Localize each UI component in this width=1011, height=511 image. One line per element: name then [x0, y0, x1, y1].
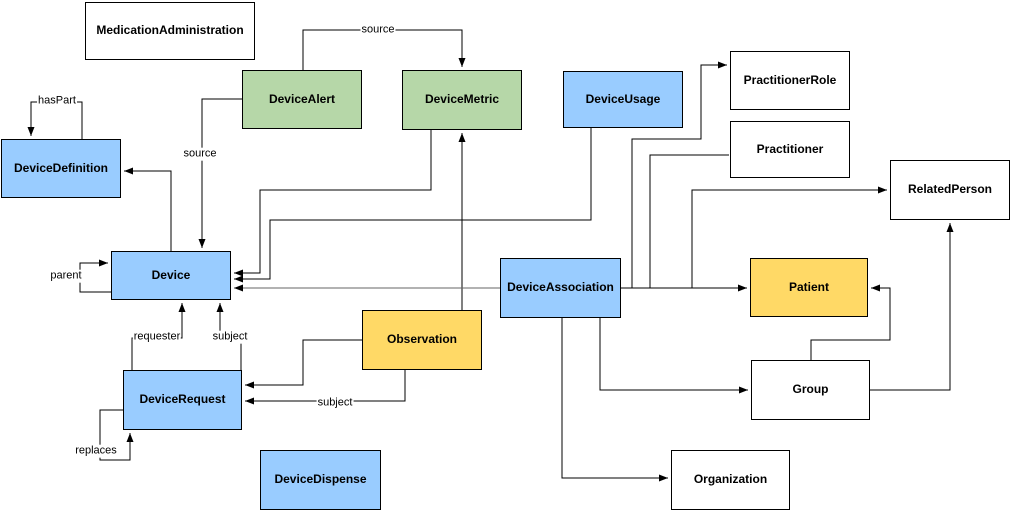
edge-device-parent-loop	[79, 259, 111, 293]
edge-observation-to-request	[245, 339, 362, 389]
node-patient[interactable]: Patient	[750, 258, 868, 317]
node-label-device-association: DeviceAssociation	[507, 280, 614, 295]
node-label-group: Group	[792, 382, 829, 397]
edge-label-alert-to-metric-source: source	[360, 23, 396, 37]
edge-association-to-practitioner	[621, 154, 729, 289]
node-device[interactable]: Device	[111, 251, 231, 300]
edge-label-request-to-device-subject: subject	[211, 330, 249, 344]
node-device-request[interactable]: DeviceRequest	[123, 370, 242, 430]
edge-label-definition-haspart-loop: hasPart	[37, 94, 77, 108]
node-label-device-dispense: DeviceDispense	[274, 472, 367, 487]
node-label-device-request: DeviceRequest	[139, 392, 226, 407]
edge-label-observation-to-request-subject: subject	[316, 396, 354, 410]
edge-association-to-organization	[561, 318, 668, 482]
edge-label-device-parent-loop: parent	[49, 269, 83, 283]
edge-observation-to-request-subject	[245, 370, 406, 405]
node-label-device-alert: DeviceAlert	[268, 91, 336, 106]
edge-request-replaces-loop	[99, 409, 134, 461]
edge-label-alert-to-device-source: source	[182, 147, 218, 161]
node-group[interactable]: Group	[751, 360, 870, 420]
node-device-metric[interactable]: DeviceMetric	[402, 70, 522, 130]
node-device-dispense[interactable]: DeviceDispense	[260, 450, 381, 510]
node-practitioner[interactable]: Practitioner	[730, 121, 850, 178]
node-label-device-definition: DeviceDefinition	[13, 160, 109, 175]
edge-usage-to-device	[234, 128, 592, 283]
edge-group-to-related-person	[870, 223, 954, 391]
node-practitioner-role[interactable]: PractitionerRole	[730, 51, 850, 110]
edge-label-request-to-device-requester: requester	[132, 330, 182, 344]
node-label-practitioner: Practitioner	[756, 141, 824, 156]
node-observation[interactable]: Observation	[362, 310, 482, 370]
edge-alert-to-device-source	[198, 98, 242, 248]
edge-group-to-patient	[810, 284, 891, 360]
node-label-related-person: RelatedPerson	[907, 182, 993, 197]
node-device-usage[interactable]: DeviceUsage	[563, 71, 683, 128]
edge-device-to-definition	[124, 167, 172, 251]
edge-label-request-replaces-loop: replaces	[74, 444, 118, 458]
edge-group	[27, 29, 954, 482]
node-device-definition[interactable]: DeviceDefinition	[1, 139, 121, 198]
node-label-medication-administration: MedicationAdministration	[96, 23, 244, 38]
node-label-practitioner-role: PractitionerRole	[743, 72, 837, 87]
node-label-device-metric: DeviceMetric	[424, 92, 500, 107]
node-organization[interactable]: Organization	[671, 450, 790, 510]
node-label-patient: Patient	[788, 279, 829, 294]
node-label-observation: Observation	[386, 332, 458, 347]
node-medication-administration[interactable]: MedicationAdministration	[85, 2, 255, 60]
node-label-device: Device	[151, 267, 191, 282]
node-device-alert[interactable]: DeviceAlert	[242, 70, 362, 129]
edge-definition-haspart-loop	[27, 101, 83, 139]
edge-association-to-group	[599, 318, 748, 394]
node-device-association[interactable]: DeviceAssociation	[500, 258, 621, 318]
node-related-person[interactable]: RelatedPerson	[890, 160, 1010, 220]
edge-metric-to-device	[234, 130, 432, 277]
node-label-organization: Organization	[693, 472, 768, 487]
node-label-device-usage: DeviceUsage	[585, 91, 661, 106]
